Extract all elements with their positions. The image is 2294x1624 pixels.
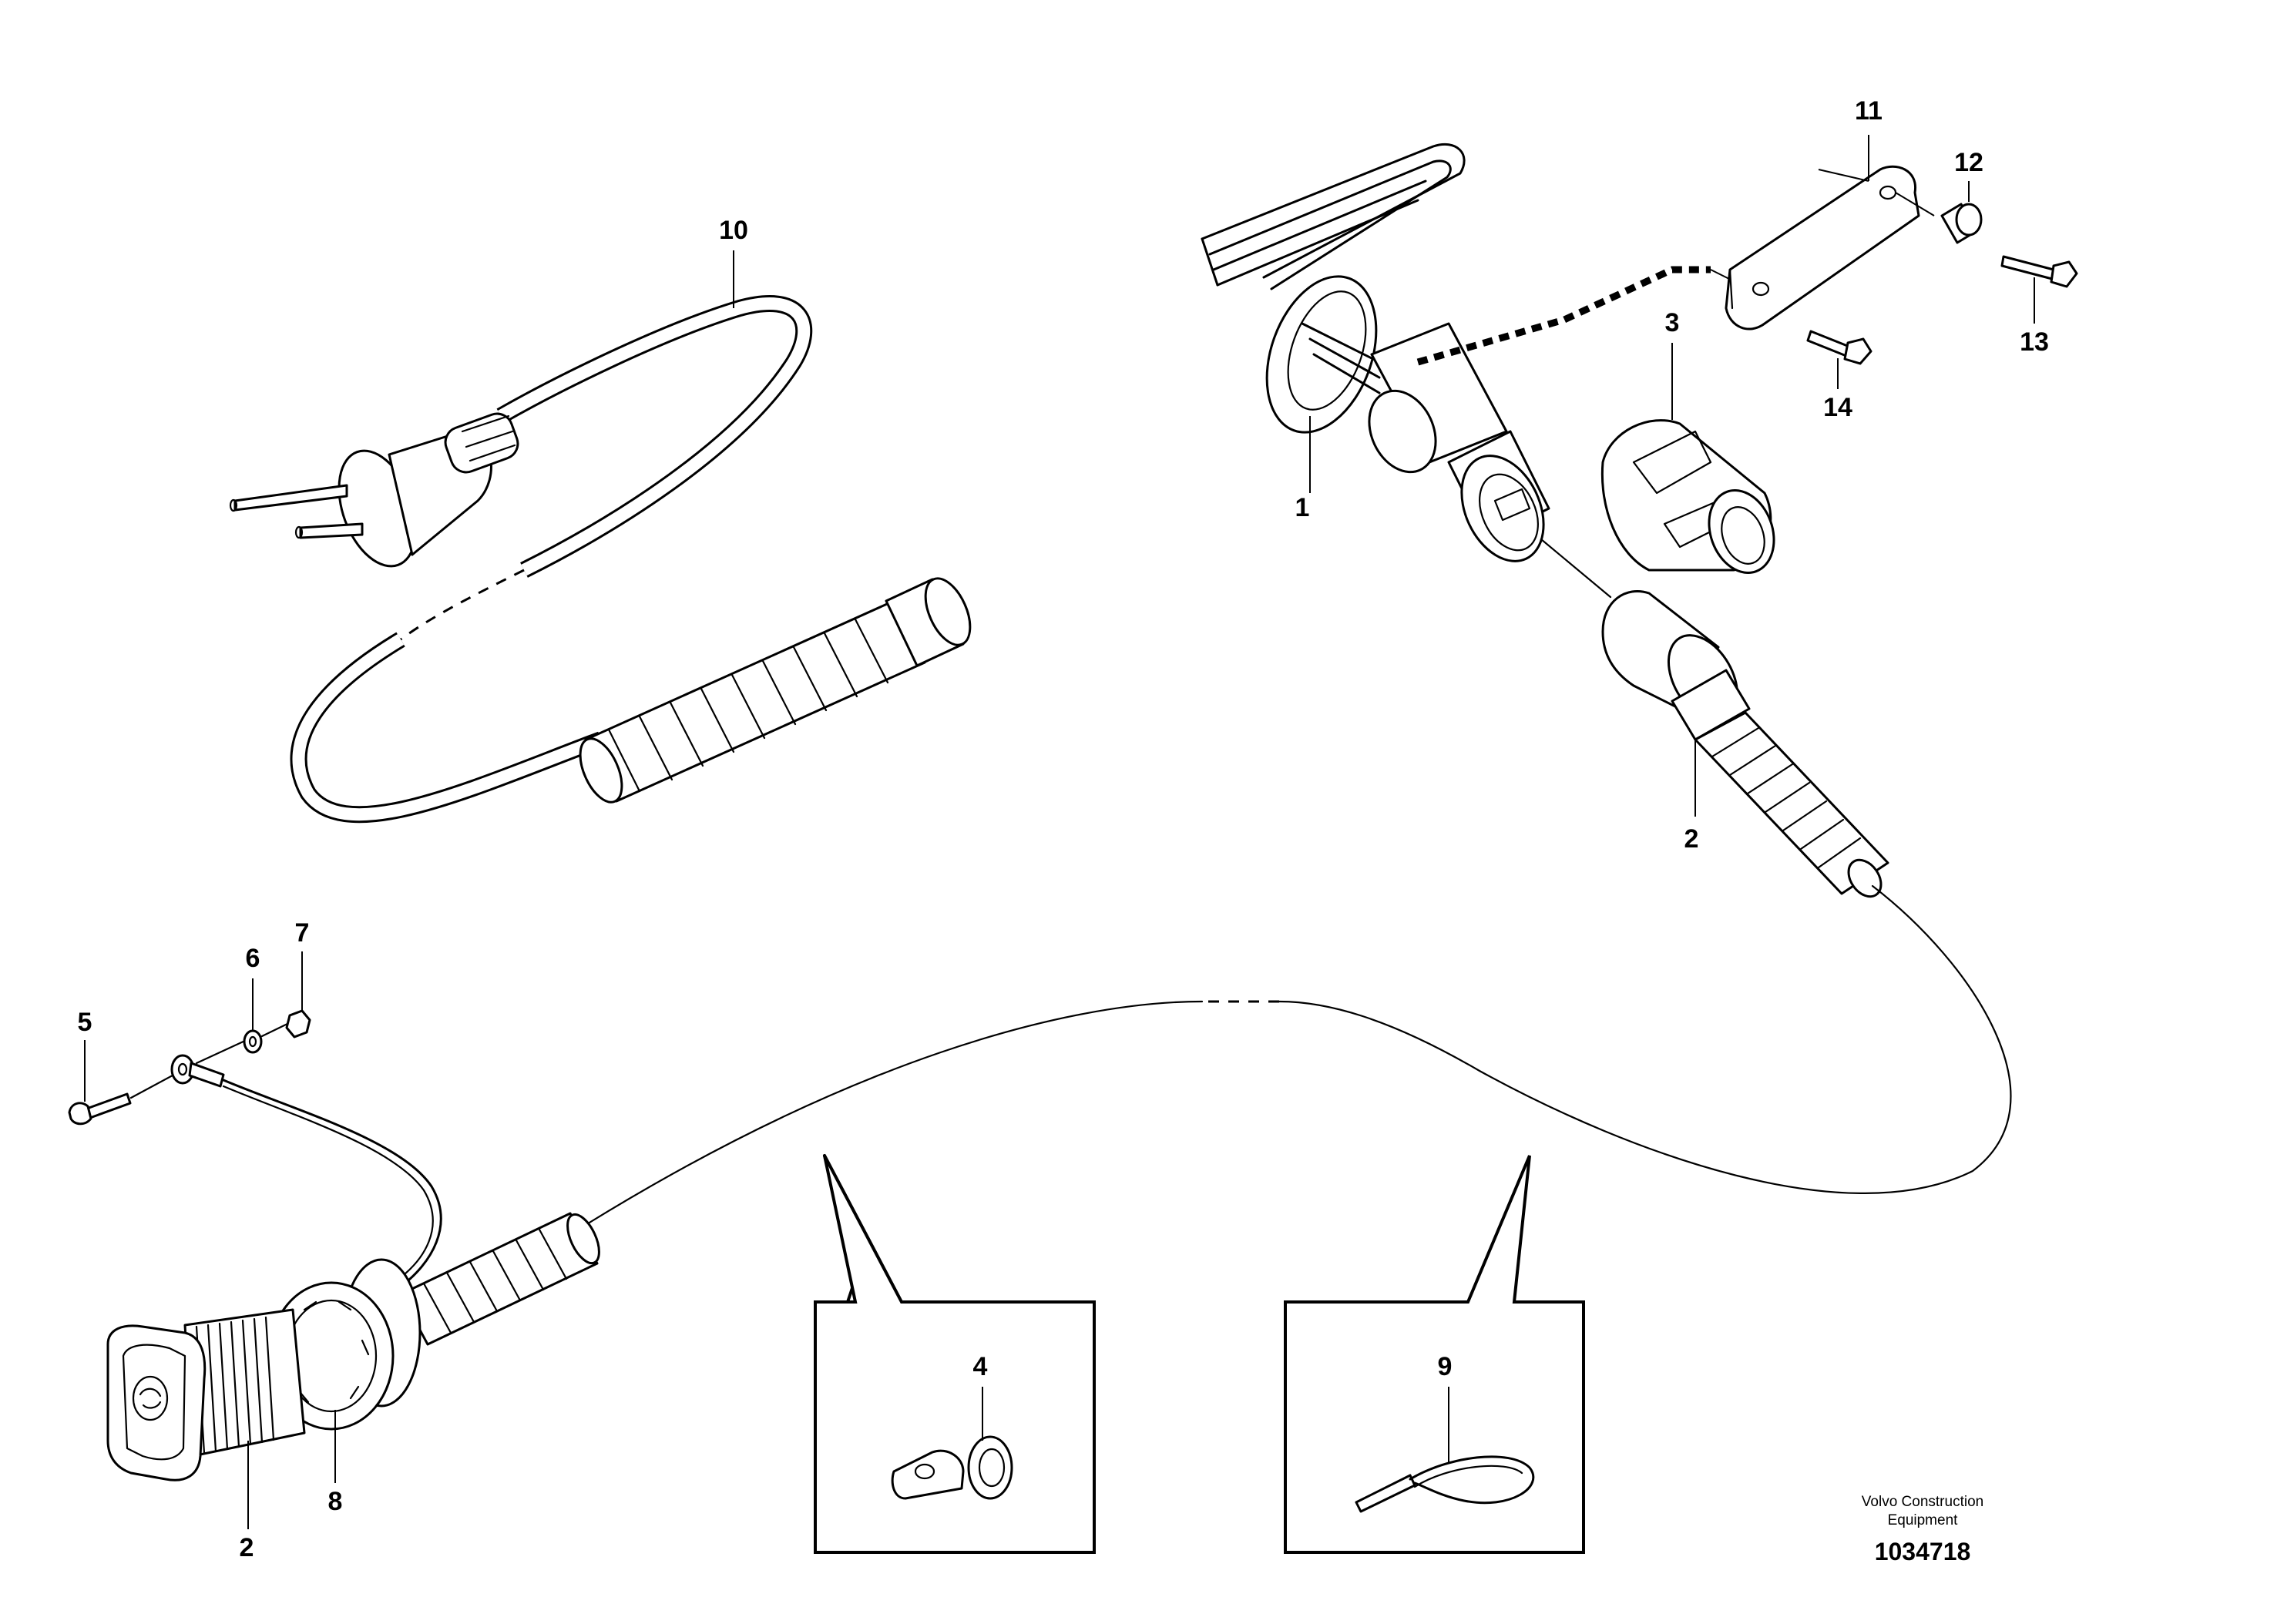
part-2-socket-left: 2 8 — [106, 1054, 600, 1562]
part-11-bracket: 11 — [1725, 96, 1920, 331]
callout-10: 10 — [719, 216, 748, 245]
credit-line-1: Volvo Construction — [1862, 1494, 1983, 1510]
detail-box-part-9: 9 — [1284, 1155, 1585, 1554]
callout-1: 1 — [1295, 493, 1310, 522]
callout-13: 13 — [2020, 327, 2049, 357]
part-6-washer: 6 — [195, 944, 263, 1065]
callout-14: 14 — [1823, 393, 1852, 422]
callout-7: 7 — [295, 918, 310, 948]
credit-block: Volvo Construction Equipment 1034718 — [1862, 1494, 1983, 1565]
part-12-spacer: 12 — [1895, 148, 1983, 244]
callout-12: 12 — [1954, 148, 1983, 177]
document-number: 1034718 — [1875, 1538, 1971, 1565]
credit-line-2: Equipment — [1888, 1512, 1959, 1528]
callout-6: 6 — [246, 944, 260, 973]
part-5-screw: 5 — [68, 1008, 183, 1126]
callout-9: 9 — [1438, 1352, 1453, 1381]
callout-3: 3 — [1665, 308, 1680, 337]
detail-box-part-4: 4 — [814, 1154, 1096, 1554]
part-3-cover: 3 — [1600, 308, 1775, 574]
callout-2-left: 2 — [240, 1533, 254, 1562]
part-7-nut: 7 — [260, 918, 311, 1038]
part-13-bolt: 13 — [2000, 255, 2078, 357]
callout-4: 4 — [973, 1352, 988, 1381]
callout-5: 5 — [78, 1008, 92, 1037]
callout-11: 11 — [1855, 96, 1883, 126]
part-1-harness-grommet: 1 — [1201, 143, 1758, 562]
callout-2-right: 2 — [1684, 824, 1699, 854]
part-10-power-cable: 10 — [229, 216, 972, 824]
part-14-bolt: 14 — [1806, 330, 1872, 422]
part-2-connector-right: 2 — [584, 538, 2012, 1226]
callout-8: 8 — [328, 1487, 343, 1516]
